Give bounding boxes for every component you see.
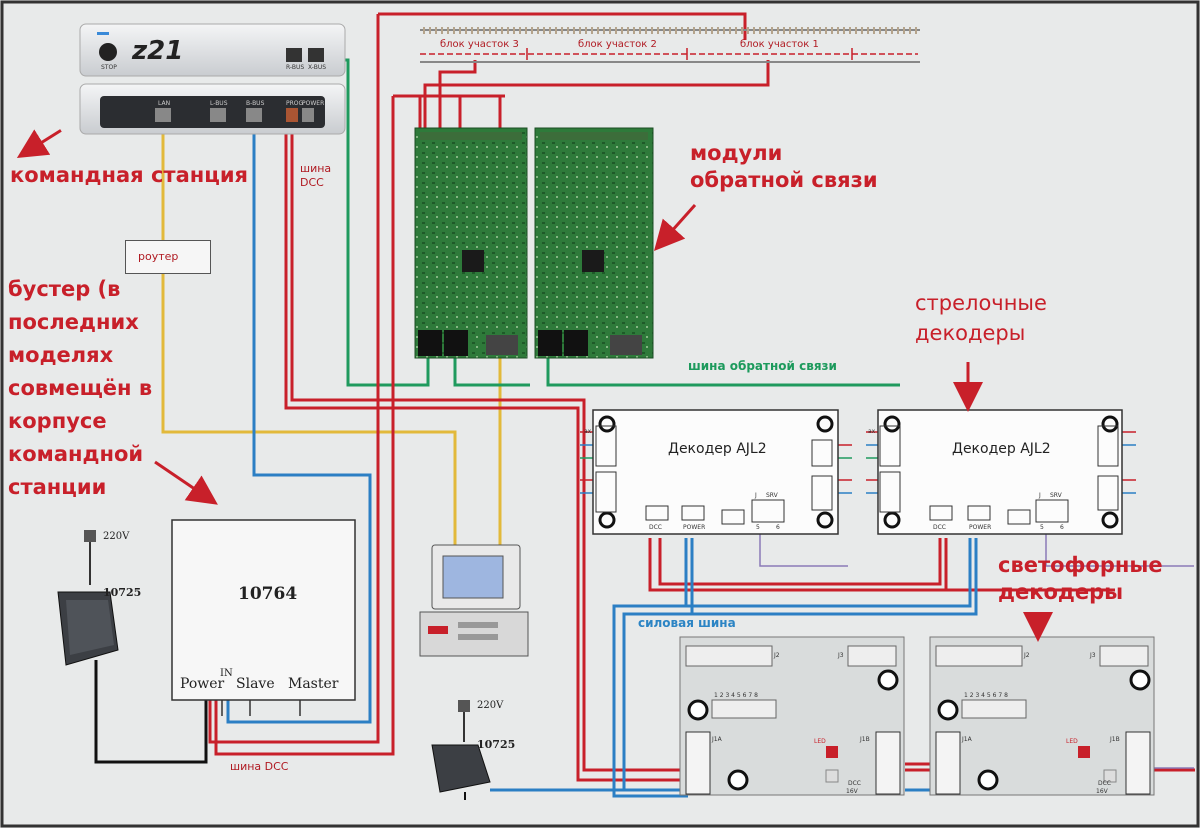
booster-model: 10764 [238,584,298,604]
track-block-1: блок участок 1 [740,39,819,50]
decoder-ajl2-1 [592,409,839,535]
switch-decoders-label: стрелочные декодеры [915,291,1047,345]
booster-box [171,519,356,701]
z21-port-prog: PROG [286,100,304,107]
signal-decoder-2 [929,636,1155,796]
command-station-label: командная станция [10,163,249,187]
signal-1-pins: 1 2 3 4 5 6 7 8 [714,692,758,699]
decoder-2-pin6: 6 [1060,524,1064,531]
signal-decoders-label: светофорные декодеры [998,553,1163,604]
signal-2-led: LED [1066,738,1078,745]
psu-wire [94,660,208,764]
signal-2-dcc: DCC [1098,780,1111,787]
signal-1-j2: J2 [774,652,780,659]
z21-port-bbus: B-BUS [246,100,265,107]
track-block-2: блок участок 2 [578,39,657,50]
track [420,27,920,63]
feedback-bus-label: шина обратной связи [688,359,837,373]
z21-stop-label: STOP [101,64,117,71]
signal-2-j2: J2 [1024,652,1030,659]
decoder-1-pin5: 5 [756,524,760,531]
signal-2-j3: J3 [1090,652,1096,659]
psu-1-model: 10725 [103,586,142,599]
signal-wires [759,525,1194,769]
decoder-1-pin6: 6 [776,524,780,531]
feedback-modules-label: модули обратной связи [690,141,878,192]
psu-2-model: 10725 [477,738,516,751]
booster-power-label: Power [180,676,225,692]
decoder-output-stubs [580,431,1136,494]
decoder-1-j: J [755,492,757,499]
z21-port-xbus: X-BUS [308,64,327,71]
signal-1-vin: 16V [846,788,858,795]
z21-port-power: POWER [302,100,325,107]
booster-label: бустер (в последних моделях совмещён в к… [8,277,153,499]
z21-logo: z21 [132,36,184,66]
decoder-1-dcc: DCC [649,524,662,531]
power-bus-label: силовая шина [638,616,736,630]
psu-2-voltage: 220V [477,700,504,711]
decoder-2-power: POWER [969,524,992,531]
signal-1-dcc: DCC [848,780,861,787]
decoder-2-j: J [1039,492,1041,499]
decoder-2-dcc: DCC [933,524,946,531]
signal-1-j3: J3 [838,652,844,659]
signal-1-led: LED [814,738,826,745]
feedback-module-2 [534,127,654,359]
decoder-2-srv: SRV [1050,492,1062,499]
decoder-1-power: POWER [683,524,706,531]
z21-command-station [79,23,346,135]
power-supply-2 [431,700,491,800]
computer [419,544,529,657]
signal-2-j1a: J1A [962,736,972,743]
psu-1-voltage: 220V [103,531,130,542]
booster-slave-label: Slave [236,676,275,692]
signal-1-j1a: J1A [712,736,722,743]
power-supply-1 [57,530,119,666]
z21-port-lan: LAN [158,100,171,107]
feedback-module-1 [414,127,528,359]
decoder-1-srv: SRV [766,492,778,499]
track-block-3: блок участок 3 [440,39,519,50]
booster-terminals [221,700,301,716]
booster-master-label: Master [288,676,339,692]
wires [94,12,1195,798]
signal-2-j1b: J1B [1110,736,1120,743]
decoder-1-ax: ax [584,428,592,435]
booster-in-label: IN [220,668,233,679]
track-feeder-wires [418,60,770,132]
dcc-bus-bottom-label: шина DCC [230,760,289,773]
dcc-bus-top-label: шина DCC [300,162,332,189]
decoder-2-title: Декодер AJL2 [952,441,1051,457]
decoder-2-ax: ax [868,428,876,435]
z21-port-lbus: L-BUS [210,100,228,107]
router-label: роутер [138,250,179,263]
signal-decoder-1 [679,636,905,796]
signal-2-pins: 1 2 3 4 5 6 7 8 [964,692,1008,699]
signal-1-j1b: J1B [860,736,870,743]
annotation-arrows [16,129,1053,642]
dcc-wire [208,12,1195,782]
decoder-2-pin5: 5 [1040,524,1044,531]
router-box: роутер [125,240,211,274]
z21-port-rbus: R-BUS [286,64,305,71]
decoder-ajl2-2 [877,409,1123,535]
decoder-1-title: Декодер AJL2 [668,441,767,457]
signal-2-vin: 16V [1096,788,1108,795]
power-bus-wire [226,112,978,798]
